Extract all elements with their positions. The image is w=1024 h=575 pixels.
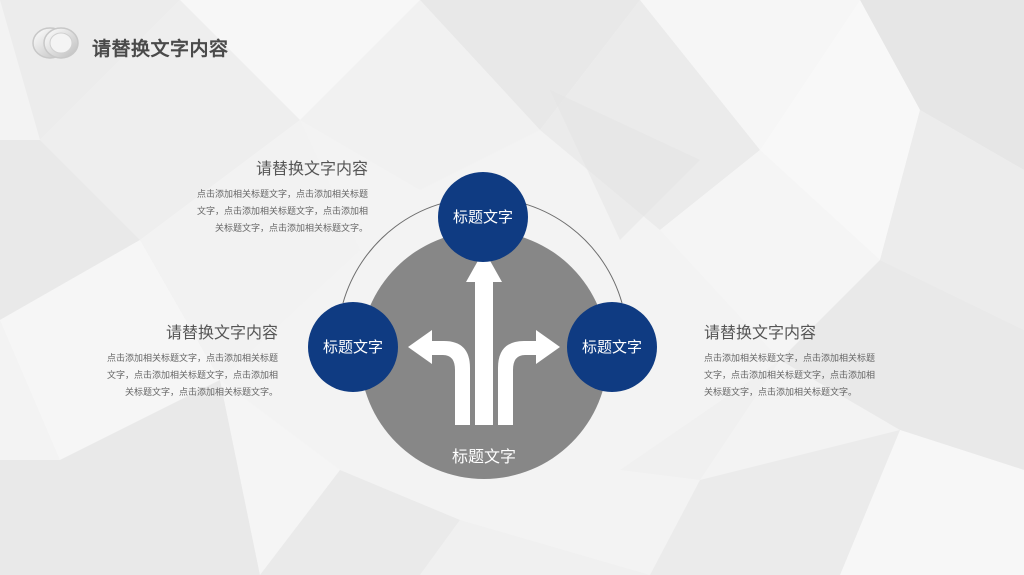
node-left-label: 标题文字	[322, 337, 383, 356]
block-body: 点击添加相关标题文字，点击添加相关标题文字，点击添加相关标题文字，点击添加相关标…	[196, 190, 368, 234]
node-right-label: 标题文字	[581, 337, 642, 356]
branch-arrows-icon	[408, 250, 560, 425]
block-title: 请替换文字内容	[704, 323, 817, 342]
node-top-label: 标题文字	[452, 207, 513, 226]
text-block-top-left: 请替换文字内容 点击添加相关标题文字，点击添加相关标题文字，点击添加相关标题文字…	[190, 155, 368, 238]
text-block-right: 请替换文字内容 点击添加相关标题文字，点击添加相关标题文字，点击添加相关标题文字…	[704, 319, 882, 402]
text-block-left: 请替换文字内容 点击添加相关标题文字，点击添加相关标题文字，点击添加相关标题文字…	[100, 319, 278, 402]
node-right: 标题文字	[567, 302, 657, 392]
logo-rings-icon	[32, 27, 79, 59]
center-label: 标题文字	[451, 447, 516, 466]
node-top: 标题文字	[438, 172, 528, 262]
block-title: 请替换文字内容	[255, 159, 368, 178]
block-body: 点击添加相关标题文字，点击添加相关标题文字，点击添加相关标题文字，点击添加相关标…	[106, 354, 278, 398]
node-left: 标题文字	[308, 302, 398, 392]
page-title: 请替换文字内容	[92, 38, 229, 60]
block-body: 点击添加相关标题文字，点击添加相关标题文字，点击添加相关标题文字，点击添加相关标…	[704, 354, 876, 398]
block-title: 请替换文字内容	[165, 323, 278, 342]
